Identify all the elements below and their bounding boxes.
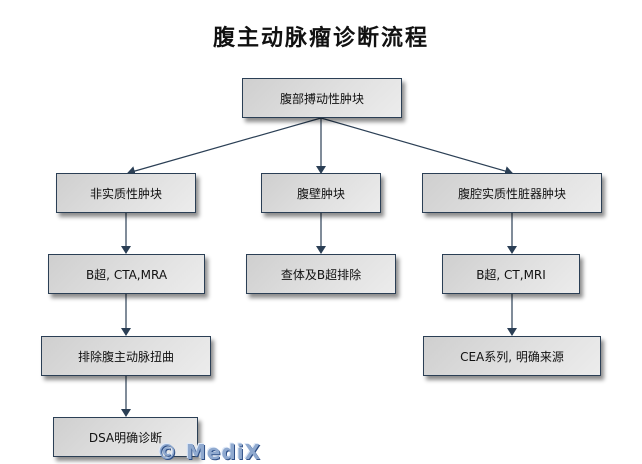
node-abdominal-organ-mass: 腹腔实质性脏器肿块 xyxy=(422,173,602,213)
node-root: 腹部搏动性肿块 xyxy=(242,78,402,118)
node-ultrasound-cta-mra: B超, CTA,MRA xyxy=(48,254,205,294)
watermark: © MediX xyxy=(157,440,262,464)
node-ultrasound-ct-mri: B超, CT,MRI xyxy=(442,254,580,294)
node-cea-confirm-source: CEA系列, 明确来源 xyxy=(423,336,601,376)
node-exclude-aortic-tortuosity: 排除腹主动脉扭曲 xyxy=(41,336,211,376)
node-exam-ultrasound-exclude: 查体及B超排除 xyxy=(246,254,396,294)
diagram-title: 腹主动脉瘤诊断流程 xyxy=(212,26,429,51)
arrow-root-to-left xyxy=(127,117,322,176)
node-abdominal-wall-mass: 腹壁肿块 xyxy=(261,173,381,213)
node-non-parenchymal-mass: 非实质性肿块 xyxy=(56,173,196,213)
node-dsa-diagnosis: DSA明确诊断 xyxy=(53,417,198,457)
arrow-root-to-right xyxy=(320,117,513,176)
